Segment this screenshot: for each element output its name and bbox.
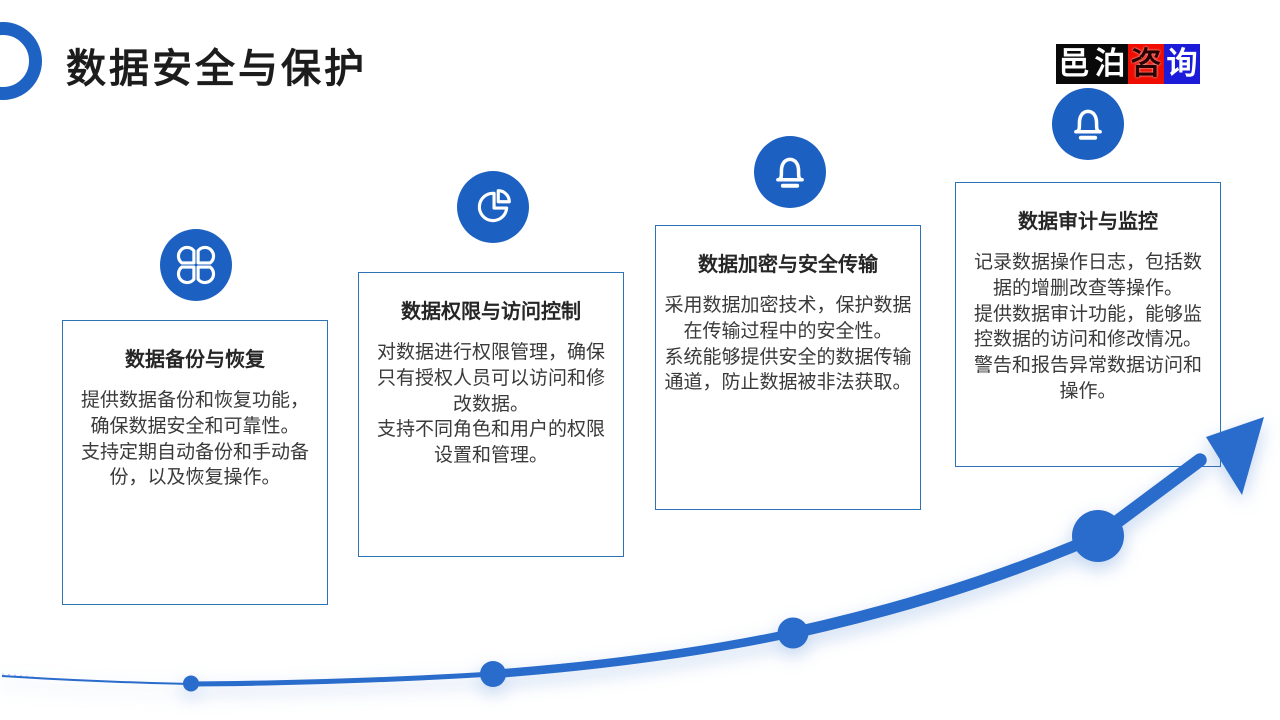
card-body: 对数据进行权限管理，确保 只有授权人员可以访问和修 改数据。 支持不同角色和用户…: [376, 342, 605, 467]
card-title: 数据审计与监控: [1018, 211, 1158, 233]
card-data-backup: 数据备份与恢复 提供数据备份和恢复功能， 确保数据安全和可靠性。 支持定期自动备…: [62, 320, 328, 605]
milestone-dot: [480, 661, 506, 687]
card-body: 记录数据操作日志，包括数 据的增删改查等操作。 提供数据审计功能，能够监 控数据…: [973, 252, 1202, 403]
clover-icon: [160, 229, 232, 301]
pie-chart-icon: [457, 171, 529, 243]
milestone-dot: [1072, 510, 1124, 562]
page-title: 数据安全与保护: [66, 47, 367, 91]
card-title: 数据备份与恢复: [125, 349, 265, 371]
bell-icon: [1052, 88, 1124, 160]
company-logo: 邑 泊 咨 询: [1056, 44, 1200, 84]
card-body: 提供数据备份和恢复功能， 确保数据安全和可靠性。 支持定期自动备份和手动备 份，…: [80, 390, 309, 489]
card-title: 数据权限与访问控制: [401, 301, 581, 323]
ring-decoration: [0, 22, 42, 100]
milestone-dot: [777, 617, 809, 649]
card-title: 数据加密与安全传输: [698, 254, 878, 276]
logo-char: 询: [1164, 44, 1200, 84]
logo-char: 泊: [1092, 44, 1128, 84]
card-body: 采用数据加密技术，保护数据 在传输过程中的安全性。 系统能够提供安全的数据传输 …: [664, 295, 912, 394]
card-data-encryption: 数据加密与安全传输 采用数据加密技术，保护数据 在传输过程中的安全性。 系统能够…: [655, 225, 921, 510]
card-data-audit: 数据审计与监控 记录数据操作日志，包括数 据的增删改查等操作。 提供数据审计功能…: [955, 182, 1221, 467]
bell-icon: [754, 136, 826, 208]
card-data-permissions: 数据权限与访问控制 对数据进行权限管理，确保 只有授权人员可以访问和修 改数据。…: [358, 272, 624, 557]
milestone-dot: [183, 675, 199, 692]
logo-char: 咨: [1128, 44, 1164, 84]
logo-char: 邑: [1056, 44, 1092, 84]
